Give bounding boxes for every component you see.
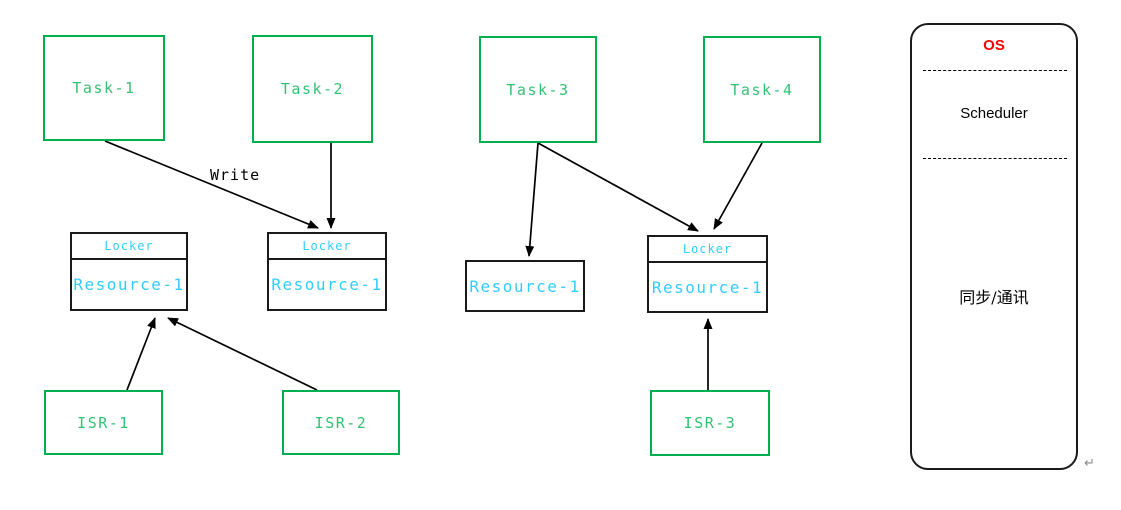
resource-1-locker-label: Locker bbox=[72, 234, 186, 260]
node-resource-1[interactable]: Locker Resource-1 bbox=[70, 232, 188, 311]
os-sync-comm-label: 同步/通讯 bbox=[959, 288, 1029, 307]
arrow-task1-to-resource2 bbox=[104, 140, 319, 229]
node-isr-1[interactable]: ISR-1 bbox=[44, 390, 163, 455]
task-3-label: Task-3 bbox=[506, 80, 570, 99]
isr-3-label: ISR-3 bbox=[683, 414, 737, 432]
isr-1-label: ISR-1 bbox=[77, 413, 130, 432]
resource-4-label: Resource-1 bbox=[651, 277, 764, 297]
os-scheduler-label: Scheduler bbox=[960, 105, 1028, 122]
arrow-isr2-to-resource1 bbox=[167, 317, 318, 391]
resource-4-locker-label: Locker bbox=[649, 237, 766, 263]
isr-2-label: ISR-2 bbox=[314, 413, 368, 432]
edge-label-write: Write bbox=[210, 166, 261, 184]
os-divider-bottom bbox=[923, 158, 1067, 159]
resource-1-label: Resource-1 bbox=[73, 275, 185, 294]
node-resource-4[interactable]: Locker Resource-1 bbox=[647, 235, 768, 313]
task-4-label: Task-4 bbox=[730, 80, 794, 99]
resource-2-locker-label: Locker bbox=[269, 234, 385, 260]
node-isr-3[interactable]: ISR-3 bbox=[650, 390, 770, 456]
task-1-label: Task-1 bbox=[72, 79, 136, 97]
node-resource-3[interactable]: Resource-1 bbox=[465, 260, 585, 312]
os-divider-top bbox=[923, 70, 1067, 71]
node-task-2[interactable]: Task-2 bbox=[252, 35, 373, 143]
resource-2-label: Resource-1 bbox=[271, 275, 383, 294]
arrow-task3-to-resource4 bbox=[537, 142, 699, 232]
arrow-task3-to-resource3 bbox=[525, 142, 539, 257]
arrow-task4-to-resource4 bbox=[713, 142, 763, 230]
node-task-1[interactable]: Task-1 bbox=[43, 35, 165, 141]
resource-3-label: Resource-1 bbox=[469, 276, 581, 296]
task-2-label: Task-2 bbox=[280, 80, 345, 98]
line-break-mark: ↵ bbox=[1084, 456, 1095, 471]
node-resource-2[interactable]: Locker Resource-1 bbox=[267, 232, 387, 311]
os-panel[interactable]: OS Scheduler 同步/通讯 bbox=[910, 23, 1078, 470]
node-task-4[interactable]: Task-4 bbox=[703, 36, 821, 143]
os-panel-title: OS bbox=[983, 37, 1005, 54]
arrow-isr1-to-resource1 bbox=[126, 317, 156, 391]
node-isr-2[interactable]: ISR-2 bbox=[282, 390, 400, 455]
node-task-3[interactable]: Task-3 bbox=[479, 36, 597, 143]
